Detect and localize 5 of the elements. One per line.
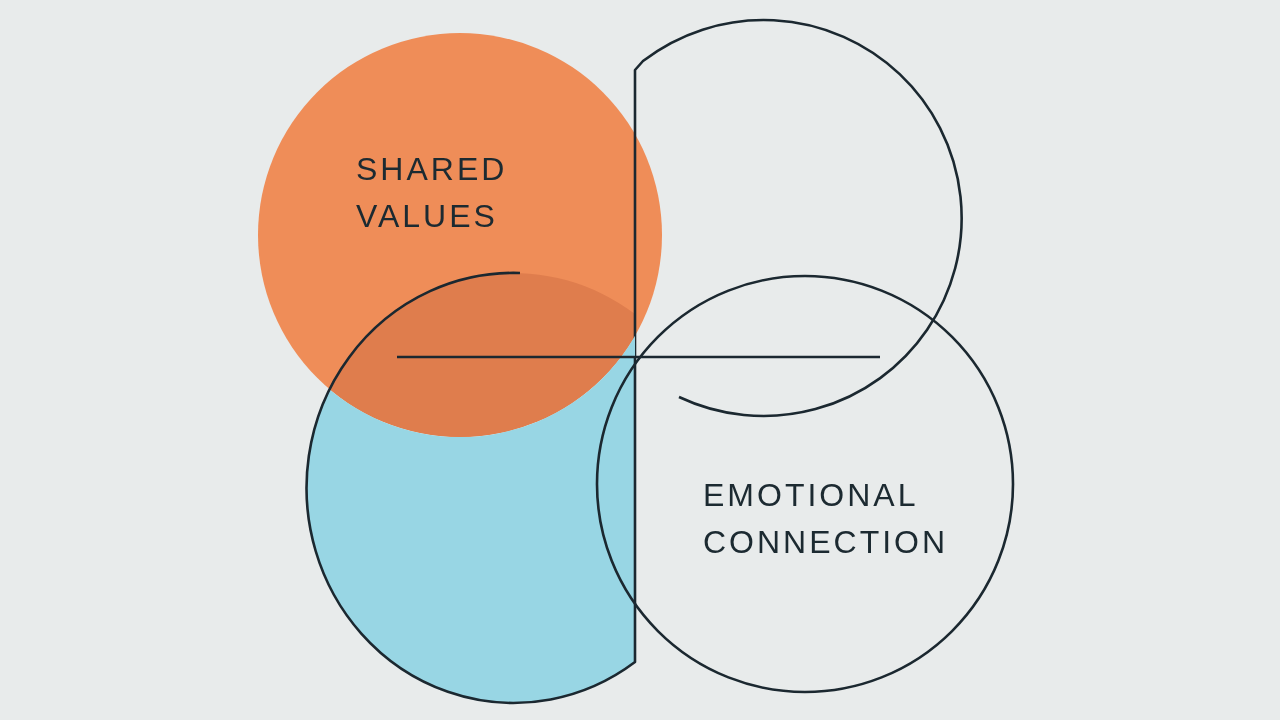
circle-label: EMOTIONAL CONNECTION <box>703 476 950 562</box>
circle-outline <box>597 276 1013 692</box>
circle-outline <box>634 20 961 417</box>
circle-label: SHARED VALUES <box>356 150 509 236</box>
filled-circle-segment <box>307 273 636 703</box>
